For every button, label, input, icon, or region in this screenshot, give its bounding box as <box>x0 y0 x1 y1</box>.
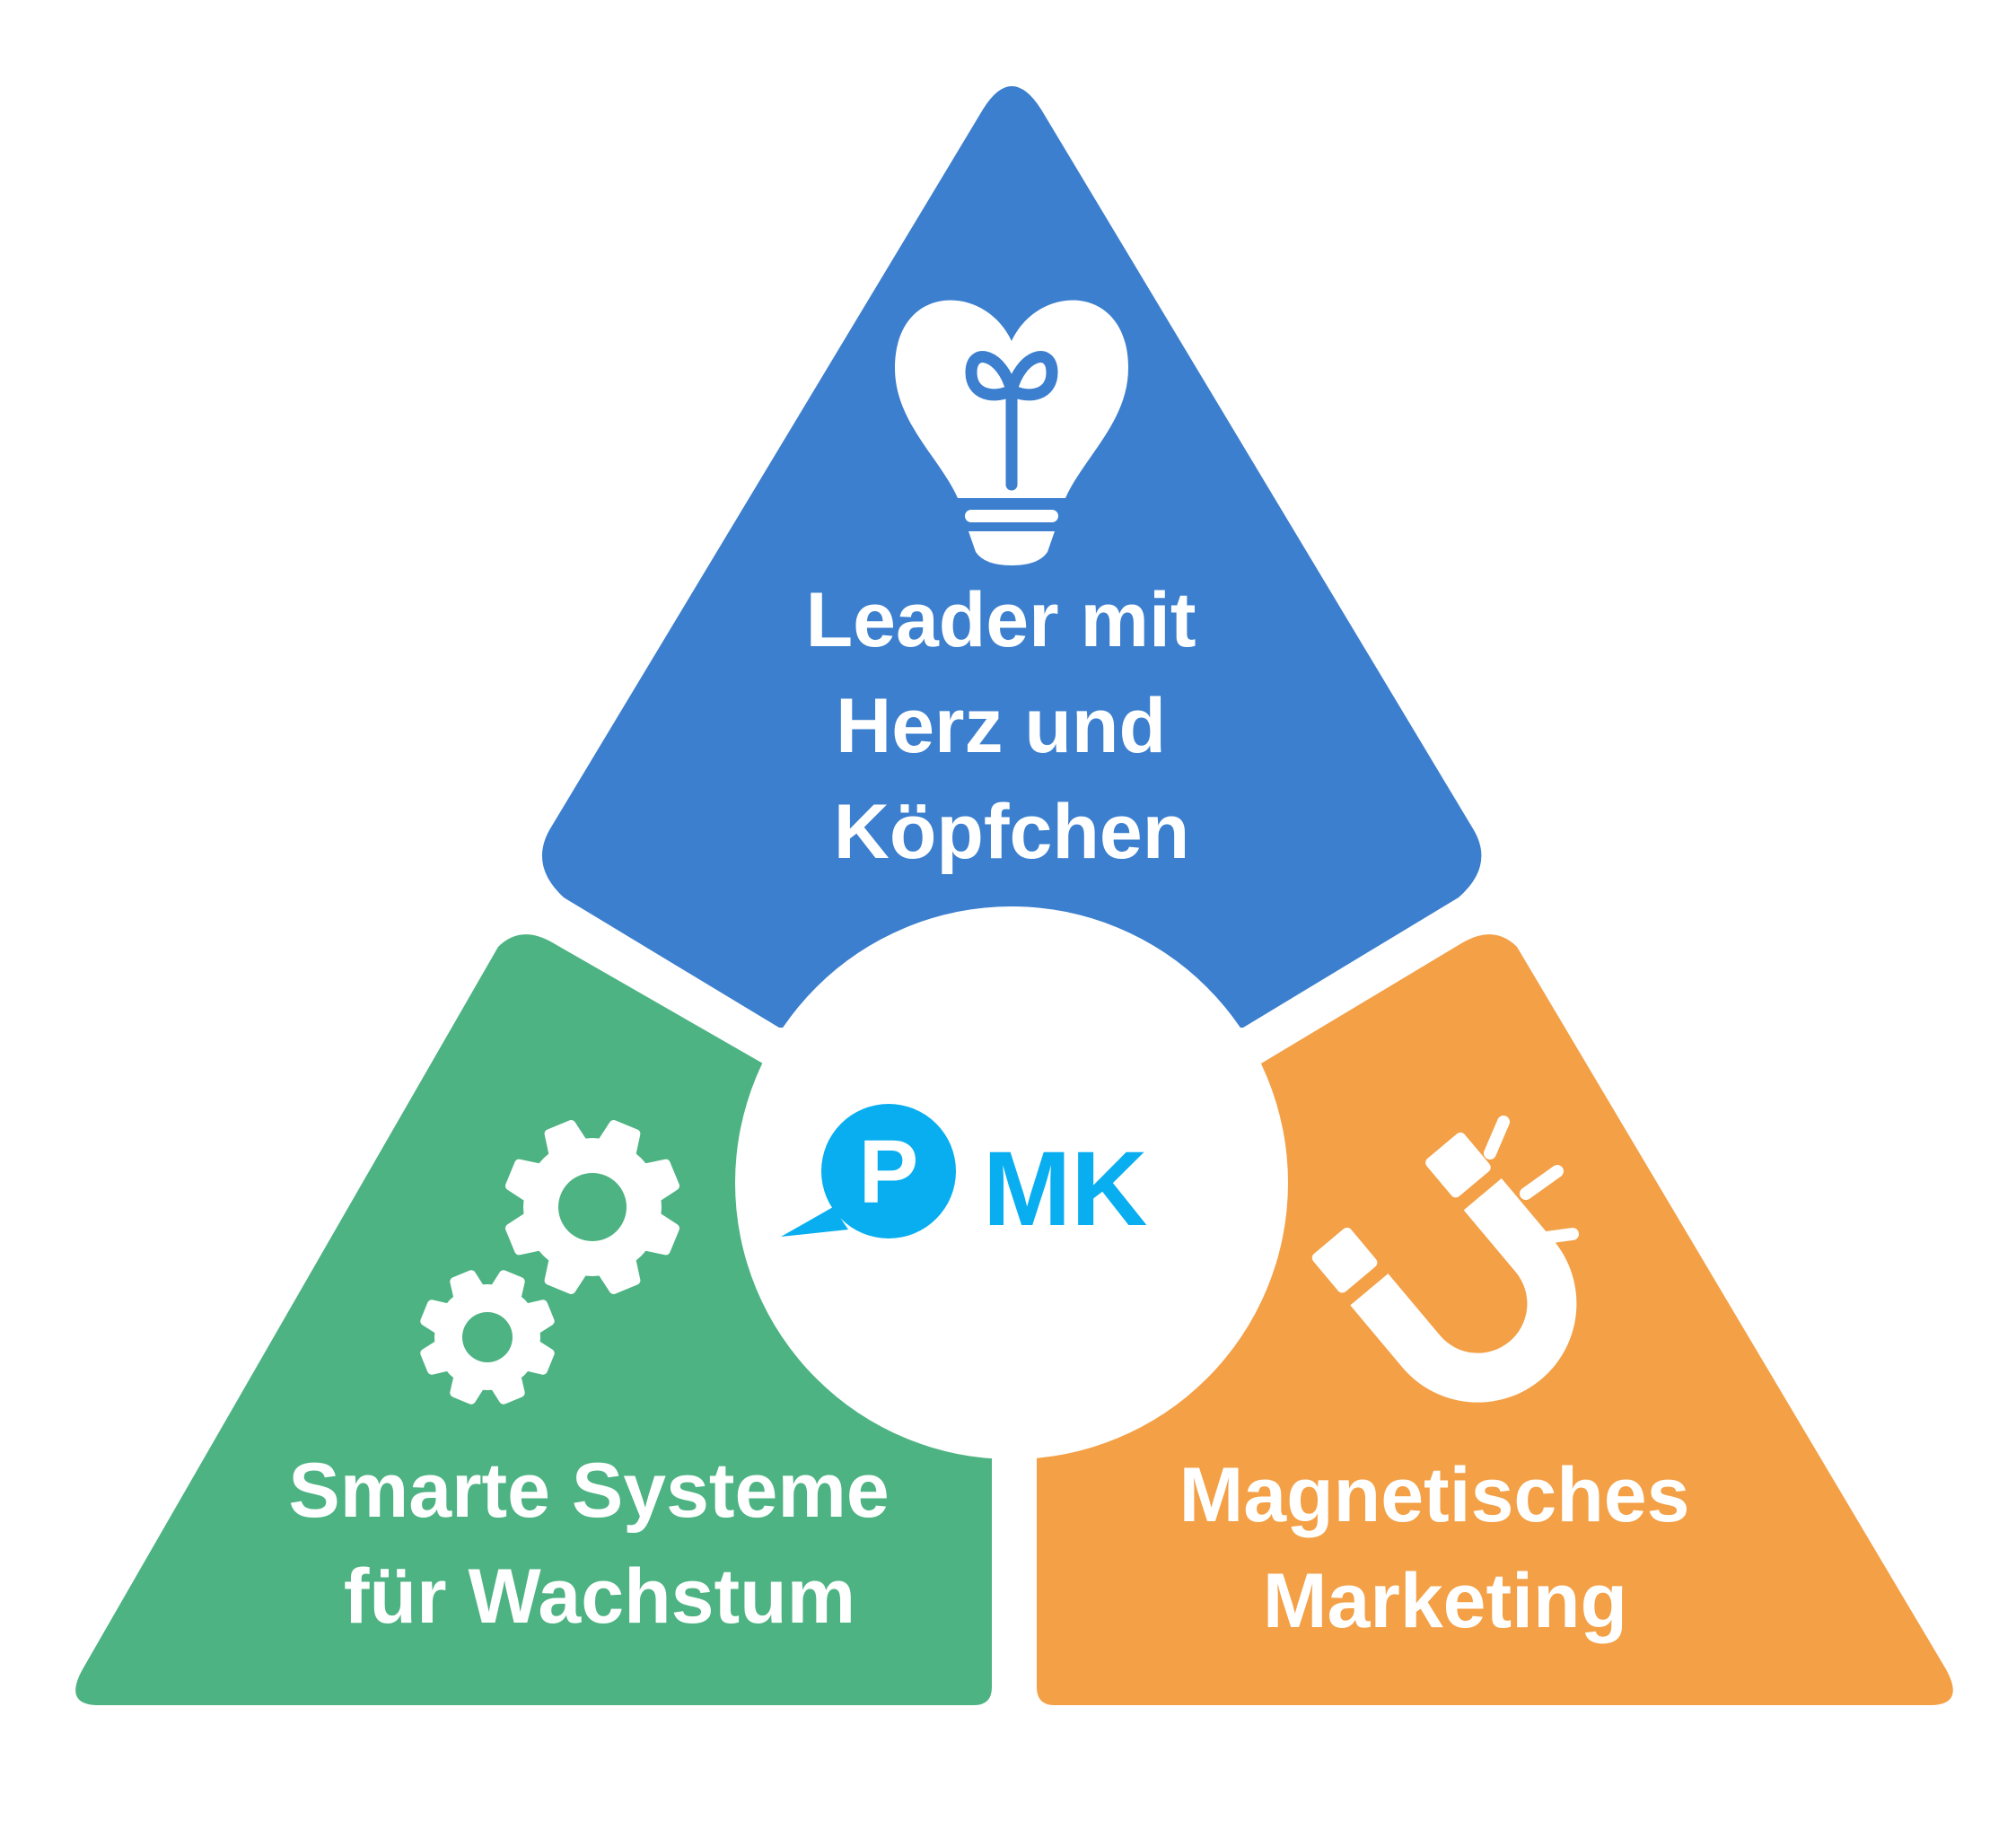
segment-top-line-3: Köpfchen <box>834 789 1190 875</box>
segment-left-line-1: Smarte Systeme <box>288 1448 889 1534</box>
pmk-logo: P MK <box>781 1104 1148 1248</box>
magnet-icon <box>1311 1132 1577 1403</box>
gear-hole <box>462 1312 513 1362</box>
segment-top-line-1: Leader mit <box>806 577 1196 663</box>
gear-hole <box>558 1173 627 1241</box>
segment-right-line-2: Marketing <box>1263 1558 1627 1644</box>
segment-left-line-2: für Wachstum <box>344 1554 855 1640</box>
segment-top-line-2: Herz und <box>836 683 1166 769</box>
segment-right <box>1037 934 1953 1705</box>
logo-text: MK <box>983 1130 1148 1248</box>
segment-right-line-1: Magnetisches <box>1179 1452 1690 1538</box>
segment-left-label: Smarte Systeme für Wachstum <box>288 1448 910 1640</box>
segment-top-label: Leader mit Herz und Köpfchen <box>806 577 1218 875</box>
magnet-spark-lines <box>1484 1116 1579 1245</box>
segment-right-label: Magnetisches Marketing <box>1179 1452 1712 1644</box>
heart-lightbulb-sprout-icon <box>895 300 1128 565</box>
gears-icon <box>420 1120 679 1405</box>
logo-bubble-letter: P <box>859 1122 919 1222</box>
